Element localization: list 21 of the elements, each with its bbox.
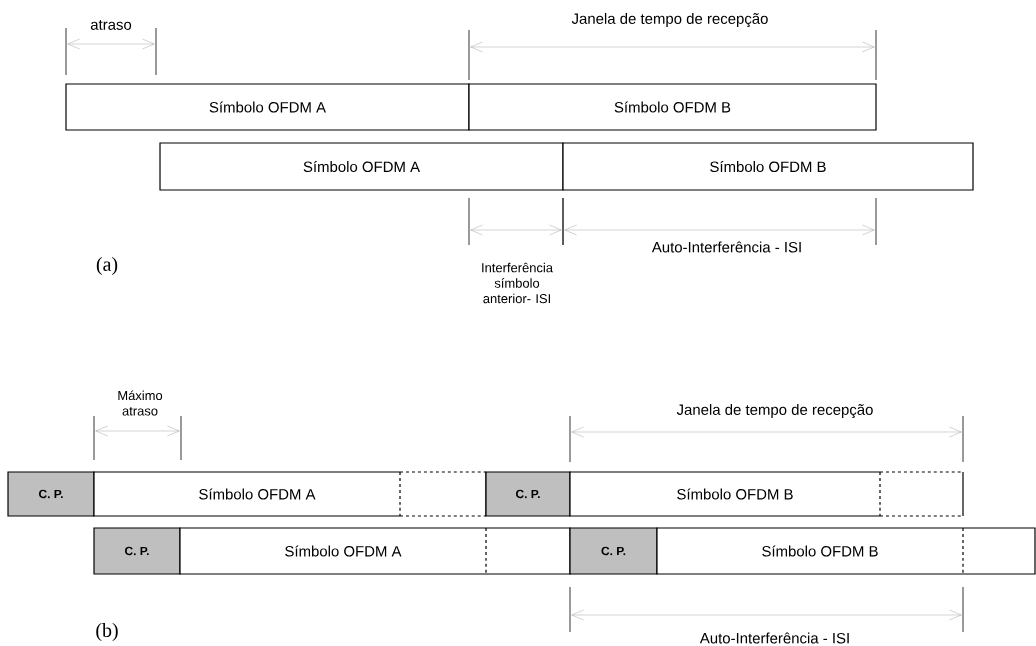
- symbol-box: Símbolo OFDM B: [656, 527, 1036, 575]
- dimension-label: atraso: [90, 20, 132, 30]
- symbol-box: Símbolo OFDM A: [65, 83, 470, 131]
- symbol-box: Símbolo OFDM B: [468, 83, 877, 131]
- dimension-label: Auto-Interferência - ISI: [699, 632, 849, 644]
- panel-label: (a): [96, 256, 118, 275]
- cyclic-prefix-box: C. P.: [485, 471, 571, 517]
- dimension-label: Janela de tempo de recepção: [676, 404, 873, 418]
- symbol-box: Símbolo OFDM B: [562, 142, 974, 191]
- symbol-box: Símbolo OFDM A: [93, 471, 487, 517]
- dimension-label: Janela de tempo de recepção: [571, 13, 768, 27]
- dimension-label: Máximo atraso: [118, 390, 163, 416]
- panel-label: (b): [96, 622, 118, 641]
- symbol-box: Símbolo OFDM A: [179, 527, 571, 575]
- symbol-box: Símbolo OFDM A: [159, 142, 564, 191]
- cyclic-prefix-box: C. P.: [93, 527, 181, 575]
- dimension-label: Interferência símbolo anterior- ISI: [482, 262, 553, 304]
- dimension-label: Auto-Interferência - ISI: [651, 241, 801, 253]
- symbol-box: Símbolo OFDM B: [569, 471, 964, 517]
- cyclic-prefix-box: C. P.: [569, 527, 658, 575]
- cyclic-prefix-box: C. P.: [7, 471, 95, 517]
